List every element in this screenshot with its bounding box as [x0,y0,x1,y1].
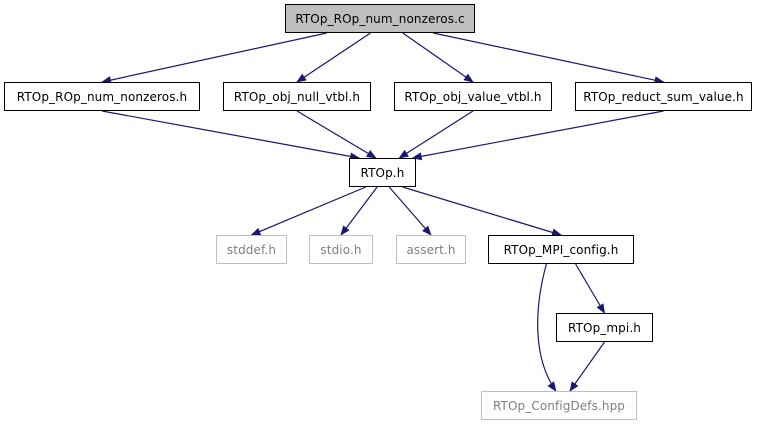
node-obj-value-vtbl-header[interactable]: RTOp_obj_value_vtbl.h [394,82,552,111]
node-root-source: RTOp_ROp_num_nonzeros.c [285,4,475,33]
node-rop-num-nonzeros-header[interactable]: RTOp_ROp_num_nonzeros.h [4,82,200,111]
edge-root-to-value_vtbl [402,32,474,83]
edge-rtop_h-to-stddef [250,186,366,236]
node-mpi-config-header[interactable]: RTOp_MPI_config.h [488,235,634,264]
edge-rtop_h-to-assert [388,186,432,236]
node-configdefs-header: RTOp_ConfigDefs.hpp [481,391,637,420]
edge-root-to-rop_h [101,32,327,84]
edge-root-to-null_vtbl [296,32,371,83]
edge-null_vtbl-to-rtop_h [296,110,377,159]
node-stdio-header: stdio.h [309,235,373,264]
edge-rop_h-to-rtop_h [101,110,361,161]
node-stddef-header: stddef.h [216,235,287,264]
edge-reduct_sum-to-rtop_h [411,110,664,161]
edge-root-to-reduct_sum [433,32,665,85]
node-rtop-mpi-header[interactable]: RTOp_mpi.h [556,313,653,342]
edge-rtop_h-to-stdio [340,186,378,236]
node-rtop-header[interactable]: RTOp.h [349,158,416,187]
node-reduct-sum-value-header[interactable]: RTOp_reduct_sum_value.h [575,82,752,111]
edge-mpi_h-to-configdefs [569,341,605,392]
edge-mpi_config-to-mpi_h [575,263,606,314]
node-obj-null-vtbl-header[interactable]: RTOp_obj_null_vtbl.h [223,82,371,111]
edge-mpi_config-to-configdefs [537,263,557,392]
edge-rtop_h-to-mpi_config [402,186,562,237]
node-assert-header: assert.h [396,235,466,264]
edge-value_vtbl-to-rtop_h [398,110,474,159]
